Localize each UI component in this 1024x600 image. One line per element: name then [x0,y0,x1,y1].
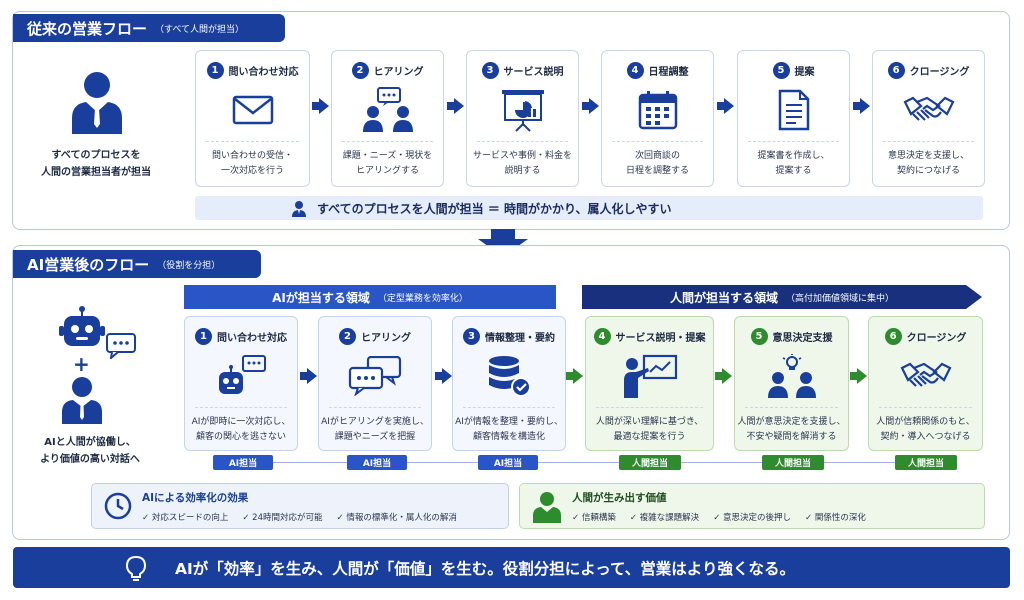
handshake-icon [903,96,954,121]
flow-arrow [435,368,452,384]
presenter-icon [623,354,677,398]
footer-message: AIが「効率」を生み、人間が「価値」を生む。役割分担によって、営業はより強くなる… [175,559,795,578]
traditional-flow-title: 従来の営業フロー （すべて人間が担当） [13,14,285,42]
value-item: 意思決定の後押し [713,511,791,523]
footer-banner: AIが「効率」を生み、人間が「価値」を生む。役割分担によって、営業はより強くなる… [13,547,1010,588]
person-icon [292,200,306,217]
document-icon [778,89,809,131]
flow-arrow [717,98,734,114]
ai-flow-title: AI営業後のフロー （役割を分担） [13,250,261,278]
human-value-items: 信頼構築 複雑な課題解決 意思決定の後押し 関係性の深化 [572,511,880,523]
human-domain-band: 人間が担当する領域（高付加価値領域に集中） [582,285,982,309]
handshake-icon [900,362,951,387]
effect-item: 対応スピードの向上 [142,511,229,523]
ai-left-caption: AIと人間が協働し、 より価値の高い対話へ [40,437,140,465]
salesperson-icon [72,72,122,134]
value-item: 複雑な課題解決 [630,511,700,523]
envelope-icon [232,95,273,125]
role-tag: 人間担当 [895,455,957,470]
person-icon [62,377,102,424]
database-check-icon [489,356,531,397]
role-tag: AI担当 [478,455,538,470]
clock-icon [104,492,132,520]
human-value-box: 人間が生み出す価値 信頼構築 複雑な課題解決 意思決定の後押し 関係性の深化 [519,483,985,529]
flow-arrow [447,98,464,114]
ai-effect-box: AIによる効率化の効果 対応スピードの向上 24時間対応が可能 情報の標準化・属… [91,483,509,529]
flow-arrow [300,368,317,384]
chat-bubble-icon [106,333,136,359]
role-tag: 人間担当 [619,455,681,470]
role-tag-line [213,462,957,463]
flow-arrow [582,98,599,114]
effect-item: 24時間対応が可能 [242,511,322,523]
ai-effect-items: 対応スピードの向上 24時間対応が可能 情報の標準化・属人化の解消 [142,511,471,523]
robot-icon [59,306,105,346]
calendar-icon [638,91,677,130]
chat-bubbles-icon [348,356,402,396]
role-tag: AI担当 [213,455,273,470]
person-icon [533,492,561,523]
role-tag: 人間担当 [762,455,824,470]
value-item: 信頼構築 [572,511,616,523]
role-tag: AI担当 [347,455,407,470]
plus-sign: + [73,352,90,376]
lightbulb-icon [125,555,147,581]
flow-arrow [566,368,583,384]
flow-arrow [853,98,870,114]
effect-item: 情報の標準化・属人化の解消 [337,511,457,523]
ai-domain-band: AIが担当する領域（定型業務を効率化） [184,285,556,309]
value-item: 関係性の深化 [805,511,866,523]
traditional-summary-bar: すべてのプロセスを人間が担当 ＝ 時間がかかり、属人化しやすい [195,196,983,220]
flow-arrow [715,368,732,384]
people-idea-icon [767,354,816,398]
conversation-icon [362,87,413,132]
flow-arrow [312,98,329,114]
presentation-icon [501,90,544,132]
traditional-left-caption: すべてのプロセスを 人間の営業担当者が担当 [41,150,151,178]
transition-down-arrow [478,229,528,257]
robot-chat-icon [219,355,266,394]
flow-arrow [850,368,867,384]
ai-effect-title: AIによる効率化の効果 [142,492,249,504]
human-value-title: 人間が生み出す価値 [572,492,667,504]
